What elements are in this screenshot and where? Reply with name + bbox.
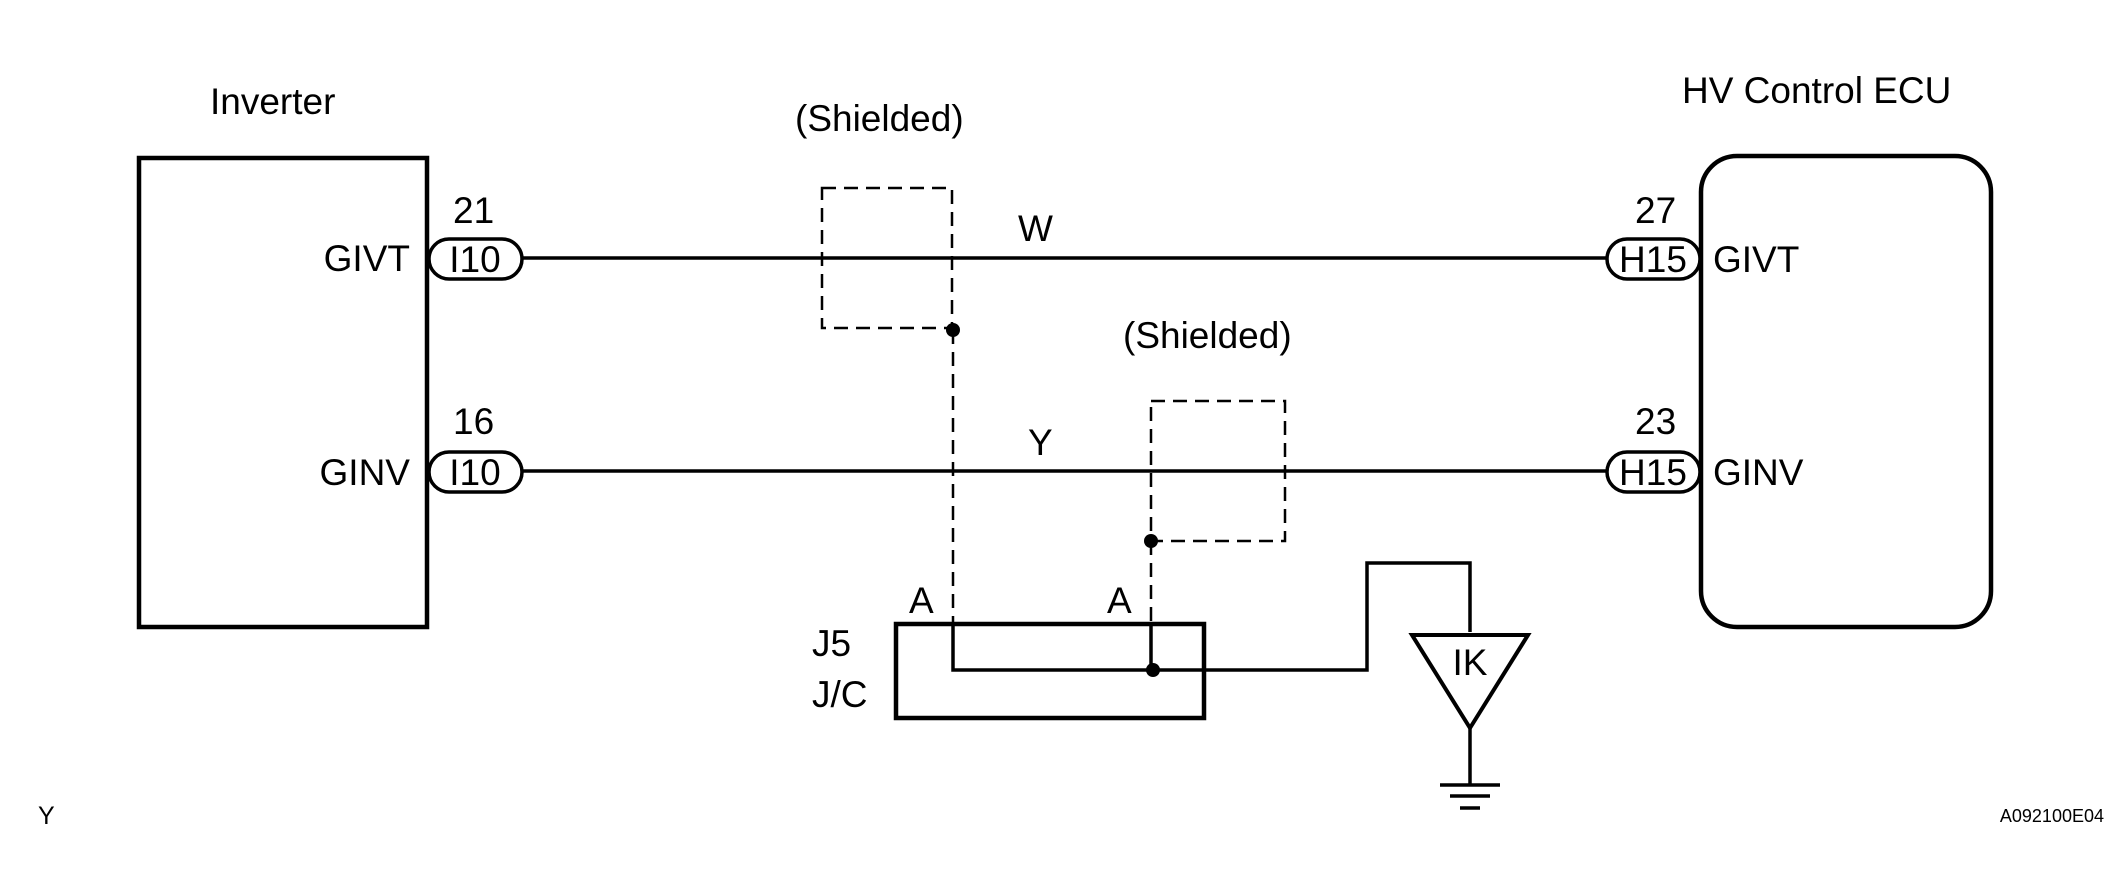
ecu-connector-label-ginv: H15	[1619, 452, 1687, 493]
ground-point-triangle	[1408, 633, 1532, 732]
inverter-title: Inverter	[210, 81, 335, 122]
junction-node	[1146, 663, 1160, 677]
inverter-pin-name-ginv: GINV	[320, 452, 411, 493]
ecu-pin-name-givt: GIVT	[1713, 239, 1799, 280]
ecu-pin-name-ginv: GINV	[1713, 452, 1804, 493]
shield-box-2	[1149, 399, 1287, 543]
footer-left-label: Y	[38, 802, 55, 830]
ground-icon	[1440, 783, 1500, 810]
ecu-connector-label-givt: H15	[1619, 239, 1687, 280]
junction-terminal-label-1: A	[909, 580, 934, 621]
shield-label-1: (Shielded)	[795, 98, 964, 139]
shield-label-2: (Shielded)	[1123, 315, 1292, 356]
wire-color-ginv: Y	[1028, 422, 1053, 463]
junction-terminal-label-2: A	[1107, 580, 1132, 621]
ecu-connector-givt	[1605, 237, 1702, 281]
inverter-pin-number-givt: 21	[453, 190, 494, 231]
hv-ecu-title: HV Control ECU	[1682, 70, 1951, 111]
ground-point-label: IK	[1453, 642, 1488, 683]
shield-box-1	[820, 186, 954, 330]
inverter-connector-label-givt: I10	[449, 239, 500, 280]
junction-internal-wire	[951, 561, 1472, 672]
ecu-connector-ginv	[1605, 450, 1702, 494]
inverter-pin-number-ginv: 16	[453, 401, 494, 442]
ecu-pin-number-ginv: 23	[1635, 401, 1676, 442]
inverter-pin-name-givt: GIVT	[324, 238, 410, 279]
inverter-connector-label-ginv: I10	[449, 452, 500, 493]
junction-name: J5	[812, 623, 851, 664]
wire-color-givt: W	[1018, 208, 1053, 249]
inverter-connector-ginv	[427, 450, 524, 494]
inverter-box	[136, 155, 430, 630]
inverter-connector-givt	[427, 237, 524, 281]
hv-ecu-box	[1698, 153, 1994, 630]
junction-type: J/C	[812, 674, 868, 715]
ecu-pin-number-givt: 27	[1635, 190, 1676, 231]
figure-code: A092100E04	[2000, 806, 2104, 826]
